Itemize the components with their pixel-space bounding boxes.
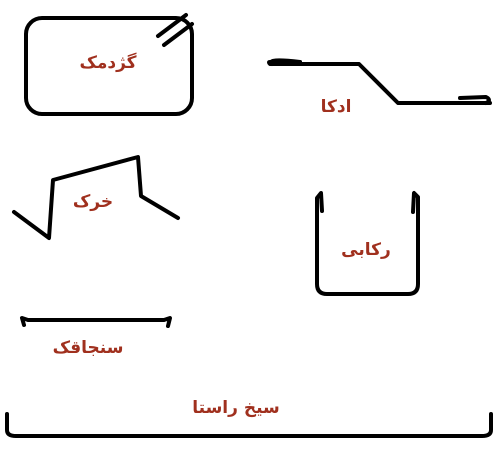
sanjaghak-pin-shape [20,316,172,328]
adka-hook-end-left [269,58,302,66]
sikh-rasta-label: سیخ راستا [192,398,279,418]
adka-group: ادکا [267,58,492,117]
rekabi-label: رکابی [341,240,391,260]
gerdmak-hook-line-outer [156,13,188,38]
sikh-rasta-straight-bar-shape [5,412,493,438]
khark-label: خرک [73,192,113,212]
khark-group: خرک [12,155,180,240]
sikh-rasta-group: سیخ راستا [5,398,493,438]
adka-cranked-bar-shape [267,60,492,105]
rekabi-group: رکابی [315,191,420,296]
gerdmak-group: گژدمک [24,13,194,116]
rekabi-stirrup-shape [315,191,420,296]
gerdmak-label: گژدمک [79,52,136,73]
gerdmak-rounded-rect-shape [24,16,194,116]
adka-label: ادکا [321,97,352,117]
adka-hook-end-right [458,95,491,105]
gerdmak-hook-line-inner [162,22,194,47]
sanjaghak-group: سنجاقک [20,316,172,358]
khark-chair-bar-shape [12,155,180,240]
sanjaghak-label: سنجاقک [53,338,124,358]
